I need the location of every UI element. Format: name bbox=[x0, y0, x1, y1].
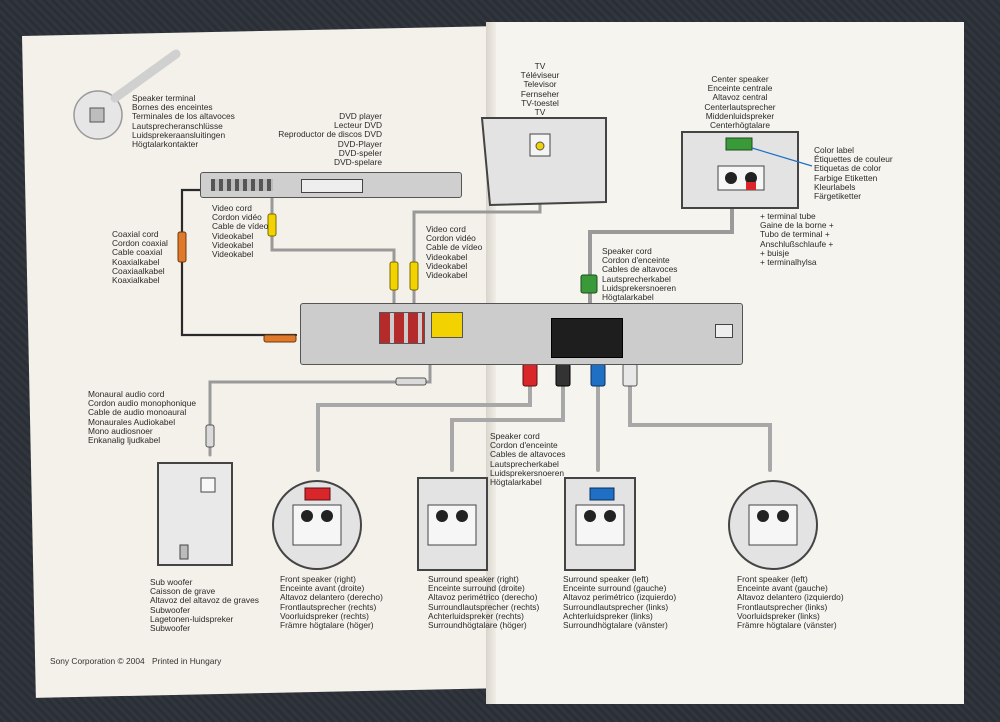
tv-label: TV Téléviseur Televisor Fernseher TV-toe… bbox=[520, 61, 560, 118]
dvd-player-ports bbox=[211, 179, 273, 191]
front-speaker-right-label: Front speaker (right) Enceinte avant (dr… bbox=[280, 574, 383, 631]
terminal-tube-label: + terminal tube Gaine de la borne + Tubo… bbox=[760, 211, 834, 268]
dvd-player-illustration bbox=[200, 172, 462, 198]
cables bbox=[180, 188, 772, 472]
receiver-input-jacks bbox=[431, 312, 463, 338]
footer-printed: Printed in Hungary bbox=[152, 656, 222, 666]
surround-speaker-right-label: Surround speaker (right) Enceinte surrou… bbox=[428, 574, 540, 631]
surround-speaker-right-illustration bbox=[417, 477, 488, 571]
subwoofer-label: Sub woofer Caisson de grave Altavoz del … bbox=[150, 577, 259, 634]
speaker-cord-label-main: Speaker cord Cordon d'enceinte Cables de… bbox=[490, 431, 566, 488]
dvd-player-scart bbox=[301, 179, 363, 193]
front-speaker-left-label: Front speaker (left) Enceinte avant (gau… bbox=[737, 574, 844, 631]
footer-corporation: Sony Corporation © 2004 bbox=[50, 656, 145, 666]
receiver-speaker-terminals bbox=[551, 318, 623, 358]
subwoofer-illustration bbox=[157, 462, 233, 566]
front-speaker-left-illustration bbox=[728, 480, 818, 570]
video-cord-label-tv: Video cord Cordon vidéo Cable de vídeo V… bbox=[426, 224, 483, 281]
coaxial-cord-label: Coaxial cord Cordon coaxial Cable coaxia… bbox=[112, 229, 168, 286]
center-speaker-illustration bbox=[681, 131, 813, 209]
av-receiver-illustration bbox=[300, 303, 743, 365]
video-cord-label-dvd: Video cord Cordon vidéo Cable de vídeo V… bbox=[212, 203, 269, 260]
tv-illustration bbox=[480, 117, 607, 207]
surround-speaker-left-illustration bbox=[564, 477, 636, 571]
speaker-terminal-label: Speaker terminal Bornes des enceintes Te… bbox=[132, 93, 235, 150]
dvd-player-label: DVD player Lecteur DVD Reproductor de di… bbox=[278, 111, 382, 168]
receiver-video-jacks bbox=[379, 312, 425, 344]
surround-speaker-left-label: Surround speaker (left) Enceinte surroun… bbox=[563, 574, 677, 631]
cable-plugs bbox=[177, 171, 638, 448]
receiver-ac-inlet bbox=[715, 324, 733, 338]
speaker-cord-label-center: Speaker cord Cordon d'enceinte Cables de… bbox=[602, 246, 678, 303]
mono-audio-cord-label: Monaural audio cord Cordon audio monopho… bbox=[88, 389, 197, 446]
front-speaker-right-illustration bbox=[272, 480, 362, 570]
speaker-terminal-illustration bbox=[73, 49, 181, 140]
center-speaker-label: Center speaker Enceinte centrale Altavoz… bbox=[704, 74, 776, 131]
color-label-label: Color label Étiquettes de couleur Etique… bbox=[814, 145, 893, 202]
